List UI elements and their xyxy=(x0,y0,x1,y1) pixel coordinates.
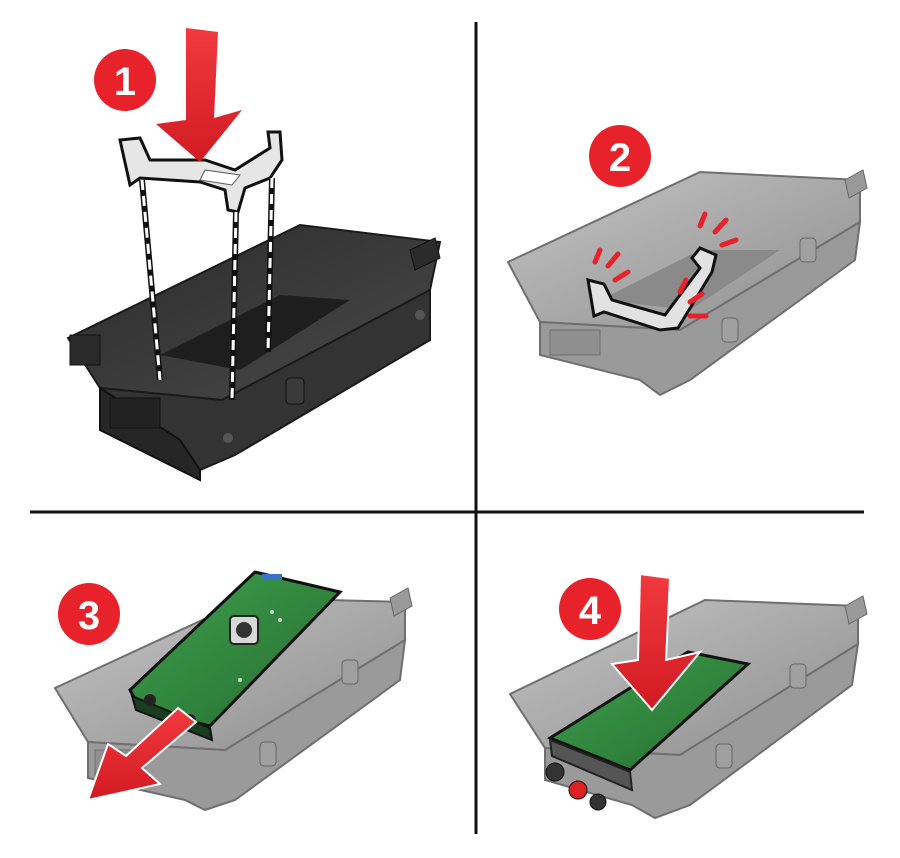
alignment-guides xyxy=(139,177,275,401)
bracket-part xyxy=(118,130,284,214)
step-4-number: 4 xyxy=(579,589,602,633)
down-arrow-icon xyxy=(156,28,242,162)
down-arrow-icon xyxy=(610,572,703,712)
step-2-panel: 2 xyxy=(506,125,868,397)
step-4-panel: 4 xyxy=(508,572,868,820)
step-3-badge: 3 xyxy=(58,583,120,645)
click-mark-icon xyxy=(592,211,739,319)
step-2-badge: 2 xyxy=(589,125,651,187)
step-2-number: 2 xyxy=(609,136,631,180)
pull-arrow-icon xyxy=(86,706,198,802)
circuit-board xyxy=(545,650,752,811)
tray-dark xyxy=(66,223,442,482)
bracket-installed xyxy=(586,246,718,332)
step-1-panel: 1 xyxy=(66,28,442,482)
circuit-board xyxy=(128,570,343,742)
step-3-number: 3 xyxy=(78,594,100,638)
step-4-badge: 4 xyxy=(559,578,621,640)
step-3-panel: 3 xyxy=(53,570,413,812)
step-1-badge: 1 xyxy=(94,49,156,111)
step-1-number: 1 xyxy=(114,60,136,104)
